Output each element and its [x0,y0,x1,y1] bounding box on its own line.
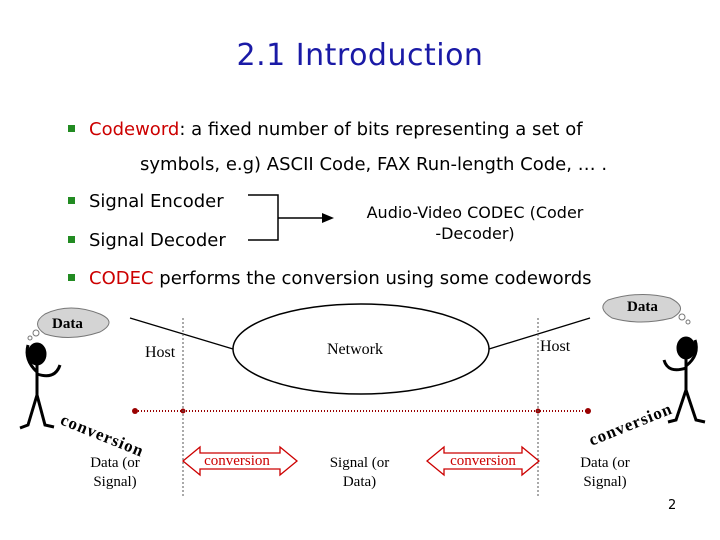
data-or-signal-left-line-1: Data (or [90,455,140,471]
data-or-signal-right-line-2: Signal) [583,474,627,490]
data-label-left: Data [52,316,83,332]
codec-line-2: -Decoder) [435,224,515,243]
host-label-right: Host [540,338,571,355]
data-or-signal-left: Data (or Signal) [70,454,160,492]
signal-encoder-text: Signal Encoder [89,191,224,212]
signal-or-data: Signal (or Data) [312,454,407,492]
data-label-right: Data [627,299,658,315]
host-label-left: Host [145,344,176,361]
bullet-marker [68,273,75,281]
codec-definition: performs the conversion using some codew… [153,268,592,289]
codeword-continuation: symbols, e.g) ASCII Code, FAX Run-length… [140,154,608,175]
conversion-arrow-right [425,445,541,477]
signal-or-data-line-1: Signal (or [329,455,390,471]
bullet-signal-decoder: Signal Decoder [68,230,226,251]
codec-line-1: Audio-Video CODEC (Coder [366,203,584,222]
bullet-codeword: Codeword: a fixed number of bits represe… [68,119,583,140]
encoder-decoder-bracket [248,194,334,241]
signal-or-data-line-2: Data) [342,474,377,490]
person-left-icon [19,342,62,430]
link-left-host [129,317,234,350]
data-callout-left [27,307,110,341]
page-number: 2 [668,498,677,513]
data-or-signal-left-line-2: Signal) [93,474,137,490]
link-right-host [488,317,591,350]
bullet-marker [68,124,75,132]
signal-decoder-text: Signal Decoder [89,230,226,251]
codeword-term: Codeword [89,119,180,140]
data-callout-right [602,294,691,325]
bullet-signal-encoder: Signal Encoder [68,191,224,212]
codec-description: Audio-Video CODEC (Coder -Decoder) [335,202,615,244]
data-or-signal-right-line-1: Data (or [580,455,630,471]
conversion-arrow-right-label: conversion [450,453,516,469]
slide-title: 2.1 Introduction [236,38,484,73]
conversion-arrow-left [181,445,299,477]
data-or-signal-right: Data (or Signal) [560,454,650,492]
codec-term: CODEC [89,268,154,289]
conversion-arrow-left-label: conversion [204,453,270,469]
bullet-marker [68,196,75,204]
bullet-codec: CODEC performs the conversion using some… [68,268,592,289]
person-right-icon [662,336,706,424]
bullet-marker [68,235,75,243]
network-label: Network [327,341,383,358]
codeword-definition: : a fixed number of bits representing a … [179,119,583,140]
